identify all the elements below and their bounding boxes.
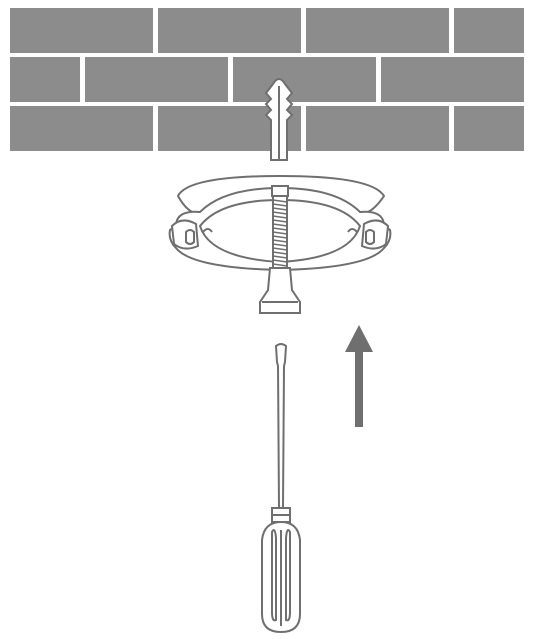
thread-line: [272, 247, 288, 251]
thread-line: [272, 223, 288, 227]
brick: [10, 8, 153, 53]
brick-wall-icon: [10, 8, 524, 151]
brick: [381, 57, 524, 102]
thread-line: [272, 215, 288, 219]
brick: [233, 57, 376, 102]
brick: [454, 106, 524, 151]
thread-line: [272, 231, 288, 235]
brick: [158, 8, 301, 53]
thread-line: [272, 227, 288, 231]
thread-line: [272, 219, 288, 223]
brick: [10, 57, 80, 102]
arrow-up-icon: [345, 325, 373, 427]
brick: [85, 57, 228, 102]
thread-line: [272, 211, 288, 215]
screw-icon: [259, 185, 301, 314]
thread-line: [272, 255, 288, 259]
thread-line: [272, 239, 288, 243]
thread-line: [272, 207, 288, 211]
brick: [10, 106, 153, 151]
thread-line: [272, 199, 288, 203]
screwdriver-icon: [261, 343, 301, 634]
brick: [306, 106, 449, 151]
wall-anchor-icon: [264, 78, 294, 161]
thread-line: [272, 243, 288, 247]
thread-line: [272, 263, 288, 267]
thread-line: [272, 235, 288, 239]
thread-line: [272, 251, 288, 255]
brick: [454, 8, 524, 53]
thread-line: [272, 259, 288, 263]
screw-threads: [272, 199, 288, 267]
thread-line: [272, 203, 288, 207]
brick: [306, 8, 449, 53]
